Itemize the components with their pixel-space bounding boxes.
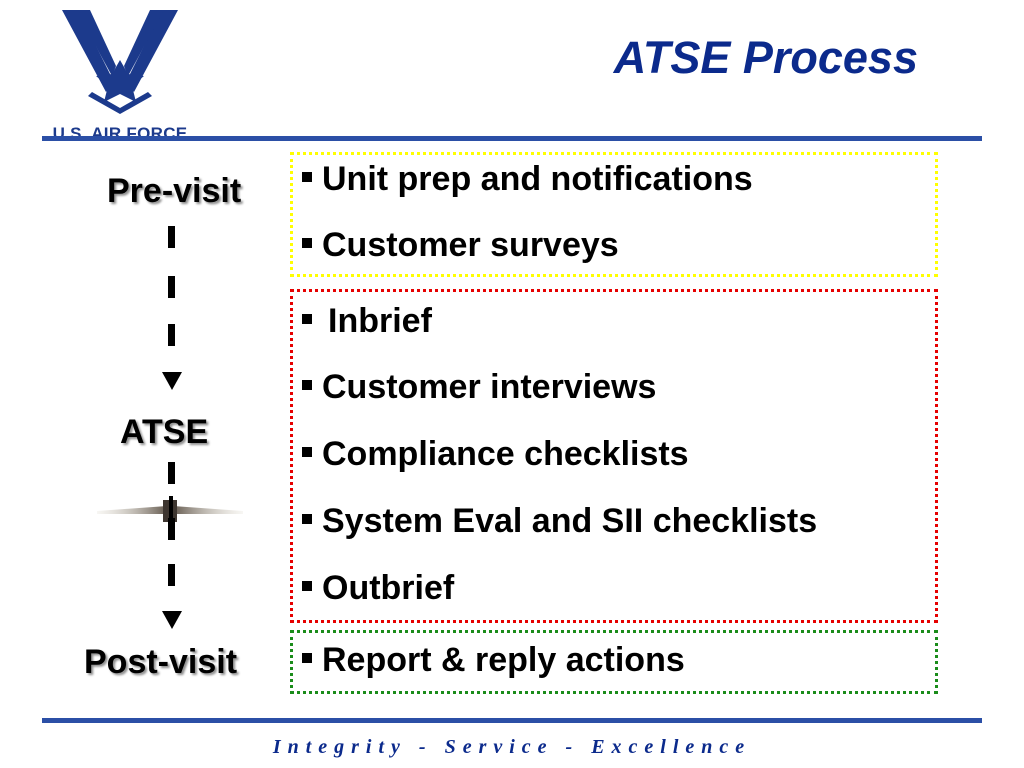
bullet-square-icon	[302, 447, 312, 458]
stage-post-visit: Post-visit	[84, 643, 238, 681]
post-visit-box	[290, 630, 938, 694]
list-item-label: System Eval and SII checklists	[322, 502, 818, 540]
flow-arrow-down-icon	[162, 372, 182, 390]
bottom-divider	[42, 718, 982, 723]
flow-dash	[168, 276, 175, 298]
flow-dash	[168, 462, 175, 484]
stage-atse: ATSE	[120, 413, 209, 451]
top-divider	[42, 136, 982, 141]
list-item: Inbrief	[302, 302, 432, 341]
page-title: ATSE Process	[613, 32, 918, 83]
list-item-label: Customer interviews	[322, 368, 657, 406]
footer-motto: Integrity - Service - Excellence	[272, 736, 752, 758]
air-force-logo: U.S. AIR FORCE	[38, 10, 202, 143]
list-item: Customer surveys	[302, 226, 619, 265]
list-item-label: Outbrief	[322, 569, 455, 607]
air-force-wings-icon	[62, 10, 178, 114]
bullet-square-icon	[302, 380, 312, 391]
flow-dash	[168, 518, 175, 540]
list-item: Compliance checklists	[302, 435, 689, 474]
bullet-square-icon	[302, 314, 312, 325]
list-item-label: Report & reply actions	[322, 641, 685, 679]
flow-arrow-down-icon	[162, 611, 182, 629]
aircraft-icon	[97, 496, 243, 524]
list-item: System Eval and SII checklists	[302, 502, 817, 541]
list-item: Outbrief	[302, 569, 454, 608]
list-item-label: Customer surveys	[322, 226, 619, 264]
list-item: Report & reply actions	[302, 641, 685, 680]
flow-dash	[168, 564, 175, 586]
stage-pre-visit: Pre-visit	[107, 172, 242, 210]
list-item: Unit prep and notifications	[302, 160, 753, 199]
flow-dash	[168, 324, 175, 346]
flow-dash	[168, 226, 175, 248]
list-item-label: Inbrief	[328, 302, 432, 340]
pre-visit-box	[290, 152, 938, 277]
bullet-square-icon	[302, 172, 312, 183]
list-item-label: Compliance checklists	[322, 435, 689, 473]
atse-box	[290, 289, 938, 623]
bullet-square-icon	[302, 581, 312, 592]
bullet-square-icon	[302, 653, 312, 664]
bullet-square-icon	[302, 238, 312, 249]
list-item-label: Unit prep and notifications	[322, 160, 753, 198]
bullet-square-icon	[302, 514, 312, 525]
list-item: Customer interviews	[302, 368, 656, 407]
logo-wordmark: U.S. AIR FORCE	[52, 124, 188, 143]
